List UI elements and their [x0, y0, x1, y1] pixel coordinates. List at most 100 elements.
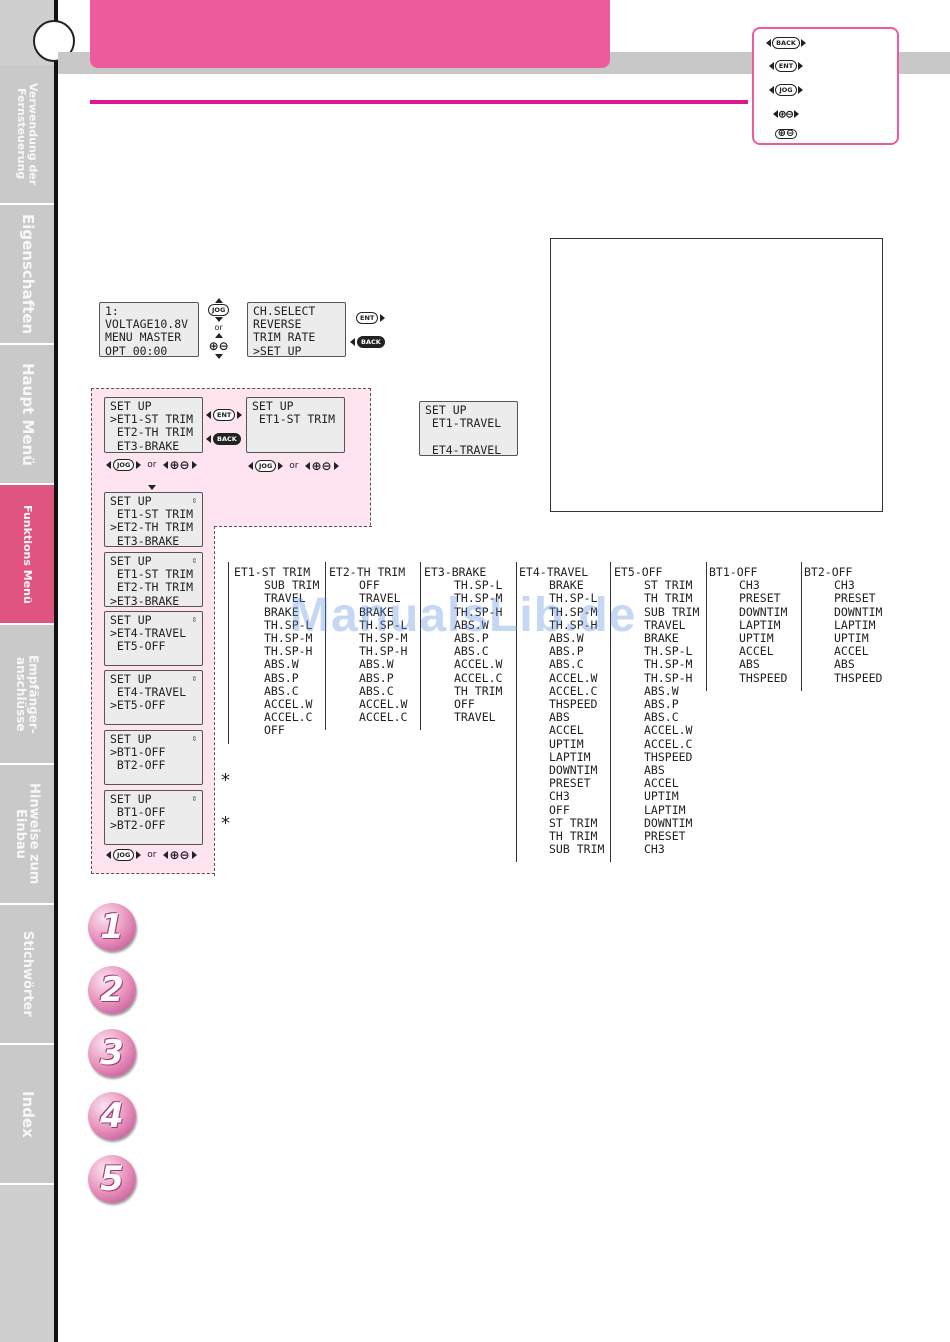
tree-item: BRAKE [644, 631, 679, 646]
tree-item: TH TRIM [454, 683, 503, 698]
sidebar-tab-label: Haupt Menü [18, 362, 37, 466]
title-underline [90, 100, 748, 104]
tree-item: ACCEL.W [644, 723, 693, 738]
lcd-setup-bt1: ⇳SET UP>BT1-OFF BT2-OFF [104, 730, 203, 785]
area-cutout-border [214, 526, 372, 876]
tree-item: OFF [359, 578, 380, 593]
tree-item: THSPEED [549, 697, 598, 712]
back-control: BACK [206, 433, 241, 445]
info-box [550, 238, 883, 512]
tree-item: TH.SP-M [549, 604, 598, 619]
tree-item: TH TRIM [644, 591, 693, 606]
tree-item: PRESET [644, 829, 686, 844]
sidebar-tab[interactable]: Hinweise zum Einbau [0, 765, 54, 905]
lcd-line: REVERSE [253, 317, 302, 332]
tree-item: ACCEL.C [454, 670, 503, 685]
lcd-line: SET UP [110, 613, 152, 627]
tree-item: ACCEL.W [264, 697, 313, 712]
tree-item: ABS.P [454, 631, 489, 646]
jog-or-plusminus-control: JOG or ⊕⊖ [208, 298, 230, 359]
sidebar-tab[interactable]: Haupt Menü [0, 345, 54, 485]
tree-item: TH.SP-L [454, 578, 503, 593]
tree-item: TH.SP-M [359, 631, 408, 646]
tree-item: ABS.C [454, 644, 489, 659]
tree-item: UPTIM [834, 631, 869, 646]
ent-control: ENT [356, 312, 386, 324]
tree-head: BT1-OFF [709, 565, 758, 579]
sidebar-tab-label: Stichwörter [19, 931, 35, 1017]
lcd-setup-et1-detail: SET UP ET1-ST TRIM [246, 397, 345, 453]
lcd-line: TRIM RATE [253, 330, 316, 345]
tree-item: TRAVEL [644, 617, 686, 632]
lcd-line [252, 440, 339, 453]
tree-item: ABS.W [644, 683, 679, 698]
sidebar-tab[interactable]: Verwendung der Fernsteuerung [0, 65, 54, 205]
lcd-line: MENU MASTER [105, 330, 182, 345]
tree-divider [228, 562, 229, 744]
lcd-line: SET UP [110, 672, 152, 686]
tree-item: DOWNTIM [549, 763, 598, 778]
jog-or-plusminus-control: JOG or ⊕⊖ [248, 459, 339, 473]
tree-item: TH.SP-M [644, 657, 693, 672]
watermark: ManualsLib.de [290, 589, 637, 642]
tree-item: TH.SP-H [549, 617, 598, 632]
lcd-setup-et1: SET UP>ET1-ST TRIM ET2-TH TRIM ET3-BRAKE [104, 397, 203, 453]
tree-item: TH.SP-H [644, 670, 693, 685]
step-badge-3: 3 [88, 1029, 136, 1077]
tree-item: ST TRIM [644, 578, 693, 593]
tree-item: PRESET [834, 591, 876, 606]
sidebar-tab-label: Verwendung der Fernsteuerung [15, 82, 40, 186]
back-button-icon: BACK [766, 33, 806, 53]
tree-divider [325, 562, 326, 731]
plus-minus-pair-icon: ⊕⊖ [766, 124, 806, 144]
lcd-line: >ET4-TRAVEL [110, 626, 187, 641]
tree-item: LAPTIM [739, 617, 781, 632]
tree-item: THSPEED [834, 670, 883, 685]
step-badge-5: 5 [88, 1155, 136, 1203]
ent-control: ENT [206, 409, 243, 421]
tree-head: ET2-TH TRIM [329, 565, 406, 579]
tree-item: DOWNTIM [739, 604, 788, 619]
lcd-line: >BT1-OFF [110, 745, 166, 760]
tree-item: ABS.P [644, 697, 679, 712]
lcd-line: >BT2-OFF [110, 818, 166, 833]
lcd-line: SET UP [110, 792, 152, 806]
sidebar-tab-label: Index [18, 1090, 37, 1138]
tree-item: CH3 [644, 842, 665, 857]
tree-divider [610, 562, 611, 863]
back-control: BACK [350, 336, 385, 348]
tree-item: ACCEL.W [359, 697, 408, 712]
asterisk-note: * [221, 813, 230, 834]
tree-item: ABS.P [264, 670, 299, 685]
sidebar-tab[interactable]: Empfänger- anschlüsse [0, 625, 54, 765]
sidebar-tab[interactable]: Funktions Menü [0, 485, 54, 625]
tree-item: ABS.P [549, 644, 584, 659]
lcd-line: SET UP [110, 494, 152, 508]
jog-or-plusminus-control: JOG or ⊕⊖ [106, 458, 197, 472]
sidebar-tab[interactable]: Stichwörter [0, 905, 54, 1045]
tree-item: ABS.C [359, 683, 394, 698]
lcd-line: BT2-OFF [110, 758, 166, 773]
tree-item: LAPTIM [644, 802, 686, 817]
lcd-line [110, 833, 197, 846]
area-cutout [214, 527, 373, 877]
sidebar-tab[interactable]: Index [0, 1045, 54, 1185]
tree-item: UPTIM [549, 736, 584, 751]
ent-button-icon: ENT [766, 56, 806, 76]
lcd-line: ET4-TRAVEL [425, 442, 502, 457]
tree-item: TH.SP-M [264, 631, 313, 646]
tree-item: DOWNTIM [644, 815, 693, 830]
tree-item: TH.SP-M [454, 591, 503, 606]
tree-item: ABS.P [359, 670, 394, 685]
tree-item: BRAKE [264, 604, 299, 619]
tree-item: THSPEED [644, 749, 693, 764]
lcd-line [110, 773, 197, 786]
tree-item: ACCEL.C [549, 683, 598, 698]
tree-item: ACCEL [549, 723, 584, 738]
tree-head: ET5-OFF [614, 565, 663, 579]
sidebar-tab[interactable]: Eigenschaften [0, 205, 54, 345]
